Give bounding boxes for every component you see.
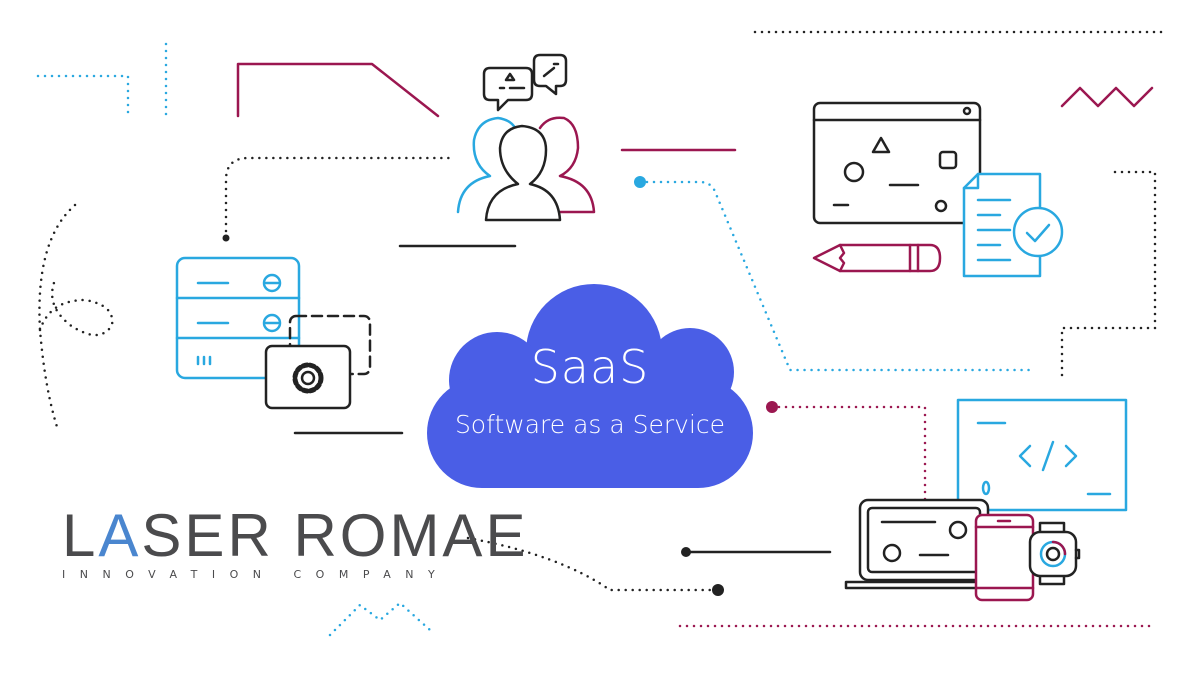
smartwatch-icon — [1028, 521, 1081, 586]
logo-wordmark: LASER ROMAE — [62, 506, 525, 566]
logo-tagline: INNOVATION COMPANY — [62, 568, 450, 581]
phone-icon — [974, 513, 1035, 602]
saas-cloud-shape — [427, 284, 753, 488]
decorative-solid-lines — [236, 62, 1154, 554]
code-monitor-icon — [956, 398, 1128, 512]
server-settings-icon — [175, 256, 372, 410]
cloud-title: SaaS — [530, 340, 650, 394]
logo-rest: SER ROMAE — [141, 502, 529, 569]
logo-letter: L — [62, 502, 99, 569]
decorative-dotted-lines — [36, 30, 1167, 637]
cloud-subtitle: Software as a Service — [454, 410, 726, 439]
browser-window-icon — [812, 101, 982, 225]
document-check-icon — [962, 172, 1064, 278]
pencil-icon — [812, 243, 942, 273]
company-logo: LASER ROMAE INNOVATION COMPANY — [62, 506, 525, 582]
logo-accent-letter: A — [98, 502, 142, 569]
users-chat-icon — [456, 53, 596, 222]
